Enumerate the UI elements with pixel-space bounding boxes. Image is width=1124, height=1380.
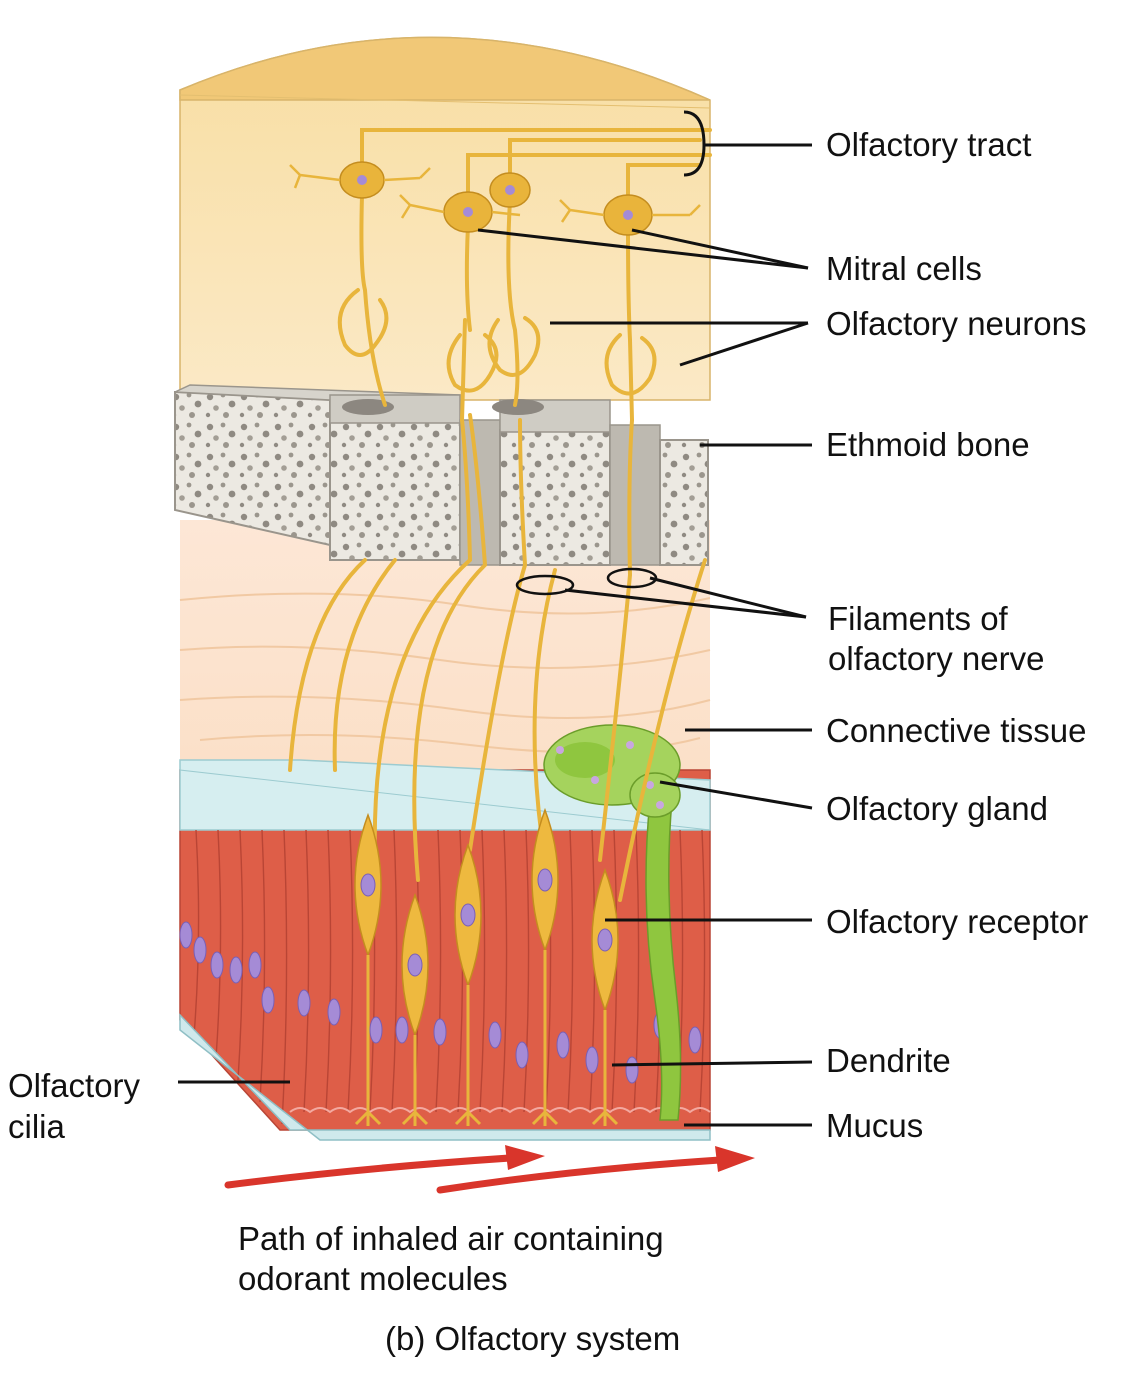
cell-boundary — [391, 829, 398, 1113]
supporting-cell-nucleus — [585, 1046, 599, 1074]
supporting-cell-nucleus — [395, 1016, 409, 1044]
receptor-nucleus — [537, 868, 553, 892]
receptor-nucleus — [597, 928, 613, 952]
supporting-cell-nucleus — [327, 998, 341, 1026]
receptor-dendrite — [401, 1035, 429, 1126]
supporting-cell-nucleus — [433, 1018, 447, 1046]
supporting-cell-nucleus — [248, 951, 262, 979]
supporting-cell-nucleus — [179, 921, 193, 949]
cell-boundary — [303, 829, 310, 1113]
supporting-cell-nucleus — [488, 1021, 502, 1049]
cell-boundary — [347, 829, 354, 1113]
label-olfactory-gland: Olfactory gland — [826, 790, 1048, 827]
supporting-cell-nucleus — [515, 1041, 529, 1069]
cell-boundary — [435, 829, 442, 1113]
caption-path-line1: Path of inhaled air containing — [238, 1220, 664, 1257]
receptor-dendrite — [454, 985, 482, 1126]
cell-boundary — [259, 829, 266, 1103]
supporting-cell-nucleus — [229, 956, 243, 984]
cell-boundary — [281, 829, 288, 1125]
cell-boundary — [611, 829, 618, 1113]
supporting-cell-nucleus — [625, 1056, 639, 1084]
supporting-cell-nucleus — [193, 936, 207, 964]
label-olfactory-receptor: Olfactory receptor — [826, 903, 1088, 940]
olfactory-epithelium — [179, 759, 711, 1141]
filament-marker-left — [515, 574, 575, 596]
receptor-dendrite — [354, 955, 382, 1126]
supporting-cell-nucleus — [556, 1031, 570, 1059]
supporting-cell-nucleus — [688, 1026, 702, 1054]
mitral-cell-bodies — [289, 161, 701, 236]
receptor-nucleus — [460, 903, 476, 927]
label-olfactory-neurons: Olfactory neurons — [826, 305, 1086, 342]
cell-boundary — [193, 829, 200, 1037]
cell-boundary — [567, 829, 574, 1113]
label-filaments-line2: olfactory nerve — [828, 640, 1044, 677]
cell-boundary — [237, 829, 244, 1081]
label-dendrite: Dendrite — [826, 1042, 951, 1079]
airflow-arrows — [224, 1145, 755, 1194]
cilia-fringe — [289, 1107, 711, 1114]
supporting-cell-nucleus — [261, 986, 275, 1014]
cell-boundary — [523, 829, 530, 1113]
label-filaments-line1: Filaments of — [828, 600, 1009, 637]
receptor-nucleus — [360, 873, 376, 897]
cell-boundary — [479, 829, 486, 1113]
receptor-dendrite — [531, 950, 559, 1126]
label-cilia-line1: Olfactory — [8, 1067, 141, 1104]
mucus-layer — [179, 1013, 711, 1141]
cell-boundary — [699, 829, 706, 1113]
cell-boundary — [215, 829, 222, 1059]
label-cilia-line2: cilia — [8, 1108, 65, 1145]
receptor-nucleus — [407, 953, 423, 977]
leader-lines — [178, 143, 813, 1127]
label-mucus: Mucus — [826, 1107, 923, 1144]
supporting-cell-nucleus — [210, 951, 224, 979]
supporting-cell-nucleus — [297, 989, 311, 1017]
label-mitral-cells: Mitral cells — [826, 250, 982, 287]
label-connective-tissue: Connective tissue — [826, 712, 1086, 749]
supporting-cell-nucleus — [369, 1016, 383, 1044]
receptor-cell-bodies — [354, 807, 619, 1126]
caption-path-line2: odorant molecules — [238, 1260, 508, 1297]
cell-boundary — [325, 829, 332, 1113]
figure-title: (b) Olfactory system — [385, 1320, 680, 1357]
label-olfactory-tract: Olfactory tract — [826, 126, 1031, 163]
receptor-dendrite — [591, 1010, 619, 1126]
cell-boundary — [501, 829, 508, 1113]
label-ethmoid-bone: Ethmoid bone — [826, 426, 1030, 463]
